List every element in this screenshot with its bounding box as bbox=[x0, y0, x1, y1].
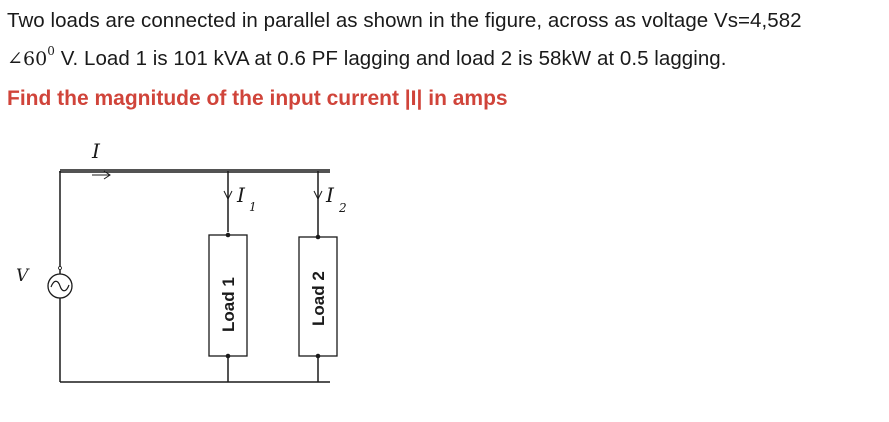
branch2-current-label: I bbox=[325, 183, 335, 207]
ac-source-icon bbox=[47, 266, 73, 299]
angle-symbol: ∠ bbox=[7, 47, 23, 70]
load2-box bbox=[298, 236, 338, 357]
load1-bottom-terminal bbox=[225, 353, 231, 359]
problem-statement: Two loads are connected in parallel as s… bbox=[7, 5, 883, 75]
load2-bottom-terminal bbox=[315, 353, 321, 359]
input-current-label: I bbox=[91, 139, 101, 163]
branch1-current-subscript: 1 bbox=[249, 200, 257, 214]
load1-top-terminal bbox=[225, 232, 231, 238]
load1-label: Load 1 bbox=[219, 277, 238, 332]
branch2-current-arrow bbox=[313, 190, 323, 201]
top-wire bbox=[59, 171, 330, 173]
degree-symbol: 0 bbox=[47, 44, 55, 58]
question-prompt: Find the magnitude of the input current … bbox=[7, 87, 508, 110]
branch1-current-label: I bbox=[236, 183, 246, 207]
source-voltage-label: V bbox=[16, 266, 30, 286]
branch1-current-arrow bbox=[223, 190, 233, 201]
problem-line-2: ∠600 V. Load 1 is 101 kVA at 0.6 PF lagg… bbox=[7, 37, 883, 75]
load2-top-terminal bbox=[315, 234, 321, 240]
angle-value: 60 bbox=[22, 47, 48, 70]
branch2-current-subscript: 2 bbox=[338, 201, 347, 215]
problem-line-2-text: V. Load 1 is 101 kVA at 0.6 PF lagging a… bbox=[54, 46, 727, 70]
problem-line-1: Two loads are connected in parallel as s… bbox=[7, 9, 802, 32]
load2-label: Load 2 bbox=[309, 271, 328, 326]
